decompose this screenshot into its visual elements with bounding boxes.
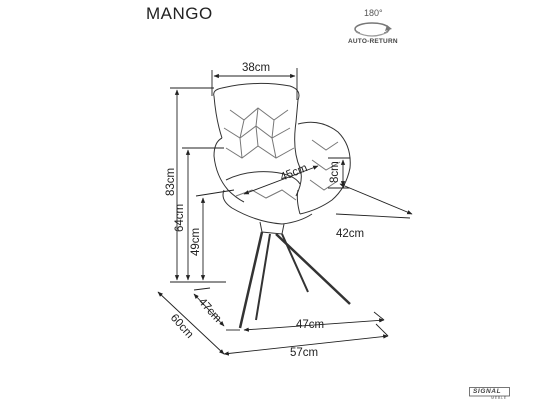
dim-overall-depth: 60cm <box>168 312 196 341</box>
dim-seat-depth: 45cm <box>279 162 310 184</box>
brand-sub: MEBLE <box>491 396 507 400</box>
dim-armrest-floor-height: 64cm <box>174 204 186 232</box>
rotate-arrow-icon <box>354 22 392 38</box>
signal-logo: SIGNAL MEBLE <box>469 387 521 401</box>
rotation-label: AUTO-RETURN <box>348 38 398 45</box>
dim-seat-width-top: 38cm <box>242 62 270 74</box>
chair-illustration <box>213 82 351 329</box>
dim-base-width: 57cm <box>290 347 318 359</box>
dimension-lines <box>157 68 413 356</box>
dim-leg-depth: 47cm <box>196 296 224 325</box>
dim-overall-width: 42cm <box>336 228 364 240</box>
brand-name: SIGNAL <box>473 388 502 395</box>
rotation-degrees: 180° <box>364 8 383 18</box>
dim-seat-height: 49cm <box>190 228 202 256</box>
dim-armrest-height: 8cm <box>329 161 341 183</box>
dim-leg-width: 47cm <box>296 319 324 331</box>
rotation-badge: 180° AUTO-RETURN <box>346 8 406 52</box>
product-title: MANGO <box>146 4 213 23</box>
dim-overall-height: 83cm <box>165 168 177 196</box>
